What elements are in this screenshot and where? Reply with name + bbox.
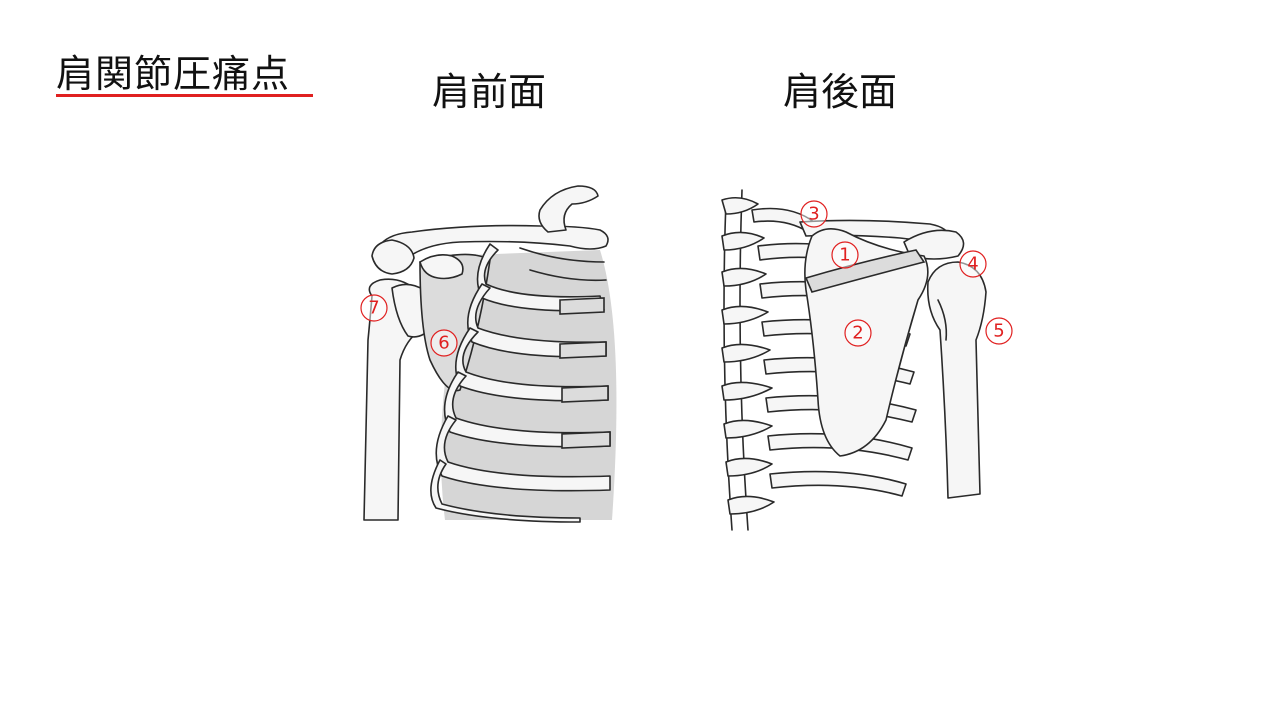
back-acromion [903, 229, 965, 260]
slide-title: 肩関節圧痛点 [56, 52, 291, 96]
front-costal-cartilage [559, 297, 611, 449]
svg-text:1: 1 [839, 245, 850, 266]
back-view-label: 肩後面 [783, 70, 898, 114]
marker-4: 4 [959, 250, 987, 278]
title-underline [56, 94, 313, 97]
marker-7: 7 [360, 294, 388, 322]
svg-text:7: 7 [368, 298, 379, 319]
svg-text:5: 5 [993, 321, 1004, 342]
front-humerus [363, 278, 427, 521]
svg-text:3: 3 [808, 204, 819, 225]
marker-2: 2 [844, 319, 872, 347]
front-view-label: 肩前面 [432, 70, 547, 114]
back-humerus [926, 261, 987, 499]
front-acromion [371, 239, 415, 275]
marker-3: 3 [800, 200, 828, 228]
svg-text:4: 4 [967, 254, 978, 275]
marker-1: 1 [831, 241, 859, 269]
back-view-illustration [721, 189, 987, 531]
front-clavicle [377, 224, 609, 269]
front-first-rib [538, 185, 599, 233]
marker-5: 5 [985, 317, 1013, 345]
marker-6: 6 [430, 329, 458, 357]
svg-text:6: 6 [438, 333, 449, 354]
svg-text:2: 2 [852, 323, 863, 344]
front-view-illustration [363, 185, 617, 523]
front-coracoid [419, 254, 464, 280]
back-spine [721, 189, 775, 531]
